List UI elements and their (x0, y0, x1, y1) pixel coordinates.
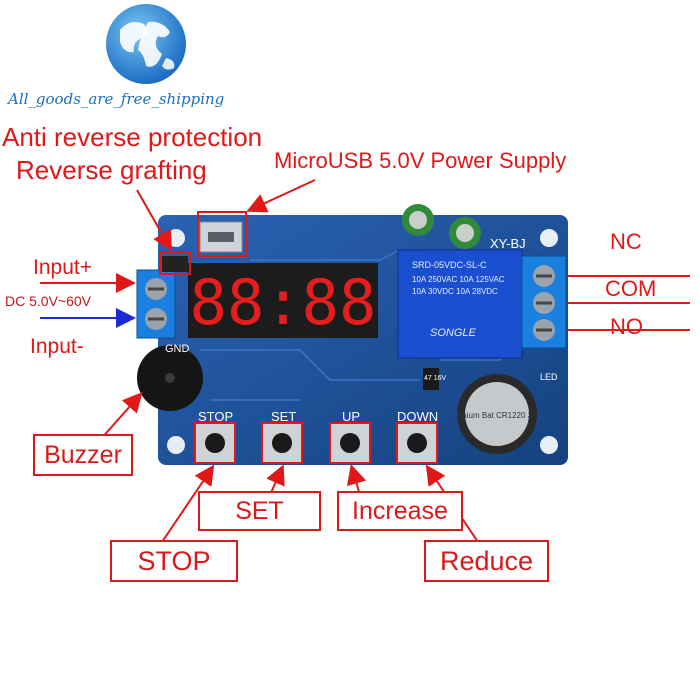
relay-rating-label-2: 10A 30VDC 10A 28VDC (412, 287, 498, 296)
set-box-label: SET (198, 491, 321, 531)
button-down[interactable] (396, 422, 438, 464)
buzzer-box-label: Buzzer (33, 434, 133, 476)
globe-icon (106, 4, 186, 84)
relay-rating-label: 10A 250VAC 10A 125VAC (412, 275, 505, 284)
input-terminal (136, 269, 176, 339)
stop-box-label: STOP (110, 540, 238, 582)
reverse-grafting-label: Reverse grafting (16, 155, 207, 185)
capacitor (402, 204, 481, 390)
down-silk-label: DOWN (397, 409, 438, 424)
output-terminal (521, 255, 567, 349)
stop-silk-label: STOP (198, 409, 233, 424)
board-model-label: XY-BJ (490, 236, 526, 251)
usb-callout-box (197, 211, 247, 257)
relay-brand-label: SONGLE (430, 327, 477, 339)
increase-box-label: Increase (337, 491, 463, 531)
set-silk-label: SET (271, 409, 296, 424)
display-digits: 88:88 (190, 266, 377, 339)
protection-diode (162, 256, 188, 272)
relay-model-label: SRD-05VDC-SL-C (412, 260, 487, 270)
anti-reverse-label: Anti reverse protection (2, 122, 263, 152)
button-stop[interactable] (194, 422, 236, 464)
button-up[interactable] (329, 422, 371, 464)
button-set[interactable] (261, 422, 303, 464)
buzzer (137, 345, 203, 411)
dc-range-label: DC 5.0V~60V (5, 293, 91, 309)
logo-text: All_goods_are_free_shipping (8, 90, 225, 108)
seven-segment-display (188, 263, 378, 338)
microusb-label: MicroUSB 5.0V Power Supply (274, 148, 567, 173)
input-minus-label: Input- (30, 335, 84, 358)
input-plus-label: Input+ (33, 256, 92, 279)
diode-callout-box (159, 251, 191, 275)
relay (397, 249, 523, 359)
coin-battery (457, 374, 537, 454)
capacitor-label: 47 16V (424, 375, 447, 382)
nc-label: NC (610, 229, 642, 254)
led-label: LED (540, 372, 558, 382)
battery-label: lithium Bat CR1220 3V (457, 411, 539, 420)
no-label: NO (610, 314, 643, 339)
com-label: COM (605, 276, 657, 301)
reduce-box-label: Reduce (424, 540, 549, 582)
micro-usb-port (199, 221, 243, 253)
up-silk-label: UP (342, 409, 360, 424)
gnd-label: GND (165, 343, 190, 355)
